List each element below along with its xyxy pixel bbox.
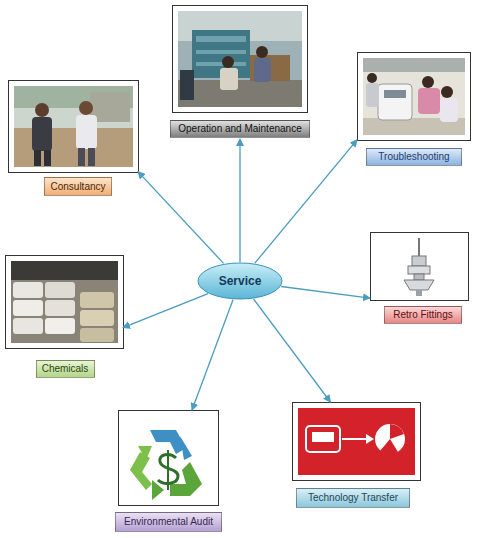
service-box: Technology Transfer	[292, 402, 420, 508]
service-box: Chemicals	[5, 255, 123, 378]
transfer-icon	[293, 403, 421, 481]
fitting-photo	[371, 233, 469, 301]
maintenance-photo	[173, 6, 308, 113]
label-bar: Troubleshooting	[366, 148, 462, 166]
node-label: Environmental Audit	[124, 516, 213, 528]
service-box: Troubleshooting	[357, 52, 470, 166]
service-box: Retro Fittings	[370, 232, 468, 324]
arrow-connector	[138, 172, 224, 264]
arrow-connector	[192, 300, 233, 410]
service-box: Operation and Maintenance	[170, 5, 310, 139]
hub-ellipse: Service	[197, 262, 283, 300]
label-bar: Environmental Audit	[115, 512, 222, 532]
node-label: Consultancy	[50, 181, 105, 193]
label-bar: Retro Fittings	[384, 306, 462, 324]
chemicals-photo	[6, 256, 124, 349]
troubleshooting-photo	[358, 53, 471, 141]
label-bar: Operation and Maintenance	[170, 120, 310, 138]
node-label: Retro Fittings	[393, 309, 452, 321]
arrow-connector	[123, 294, 208, 328]
recycle-logo	[119, 411, 219, 506]
label-bar: Technology Transfer	[296, 488, 410, 508]
node-label: Troubleshooting	[378, 151, 449, 163]
arrow-connector	[255, 140, 357, 263]
service-box: Environmental Audit	[115, 410, 222, 532]
label-bar: Chemicals	[36, 360, 95, 378]
arrow-connector	[239, 139, 240, 262]
node-label: Operation and Maintenance	[178, 123, 301, 135]
service-box: Consultancy	[8, 80, 138, 196]
node-label: Chemicals	[42, 363, 89, 375]
arrow-connector	[281, 287, 370, 299]
arrow-connector	[254, 299, 331, 402]
hub-text-holder: Service	[197, 262, 283, 300]
consultancy-photo	[9, 81, 139, 173]
label-bar: Consultancy	[44, 177, 112, 196]
node-label: Service	[219, 274, 262, 288]
node-label: Technology Transfer	[308, 492, 398, 504]
